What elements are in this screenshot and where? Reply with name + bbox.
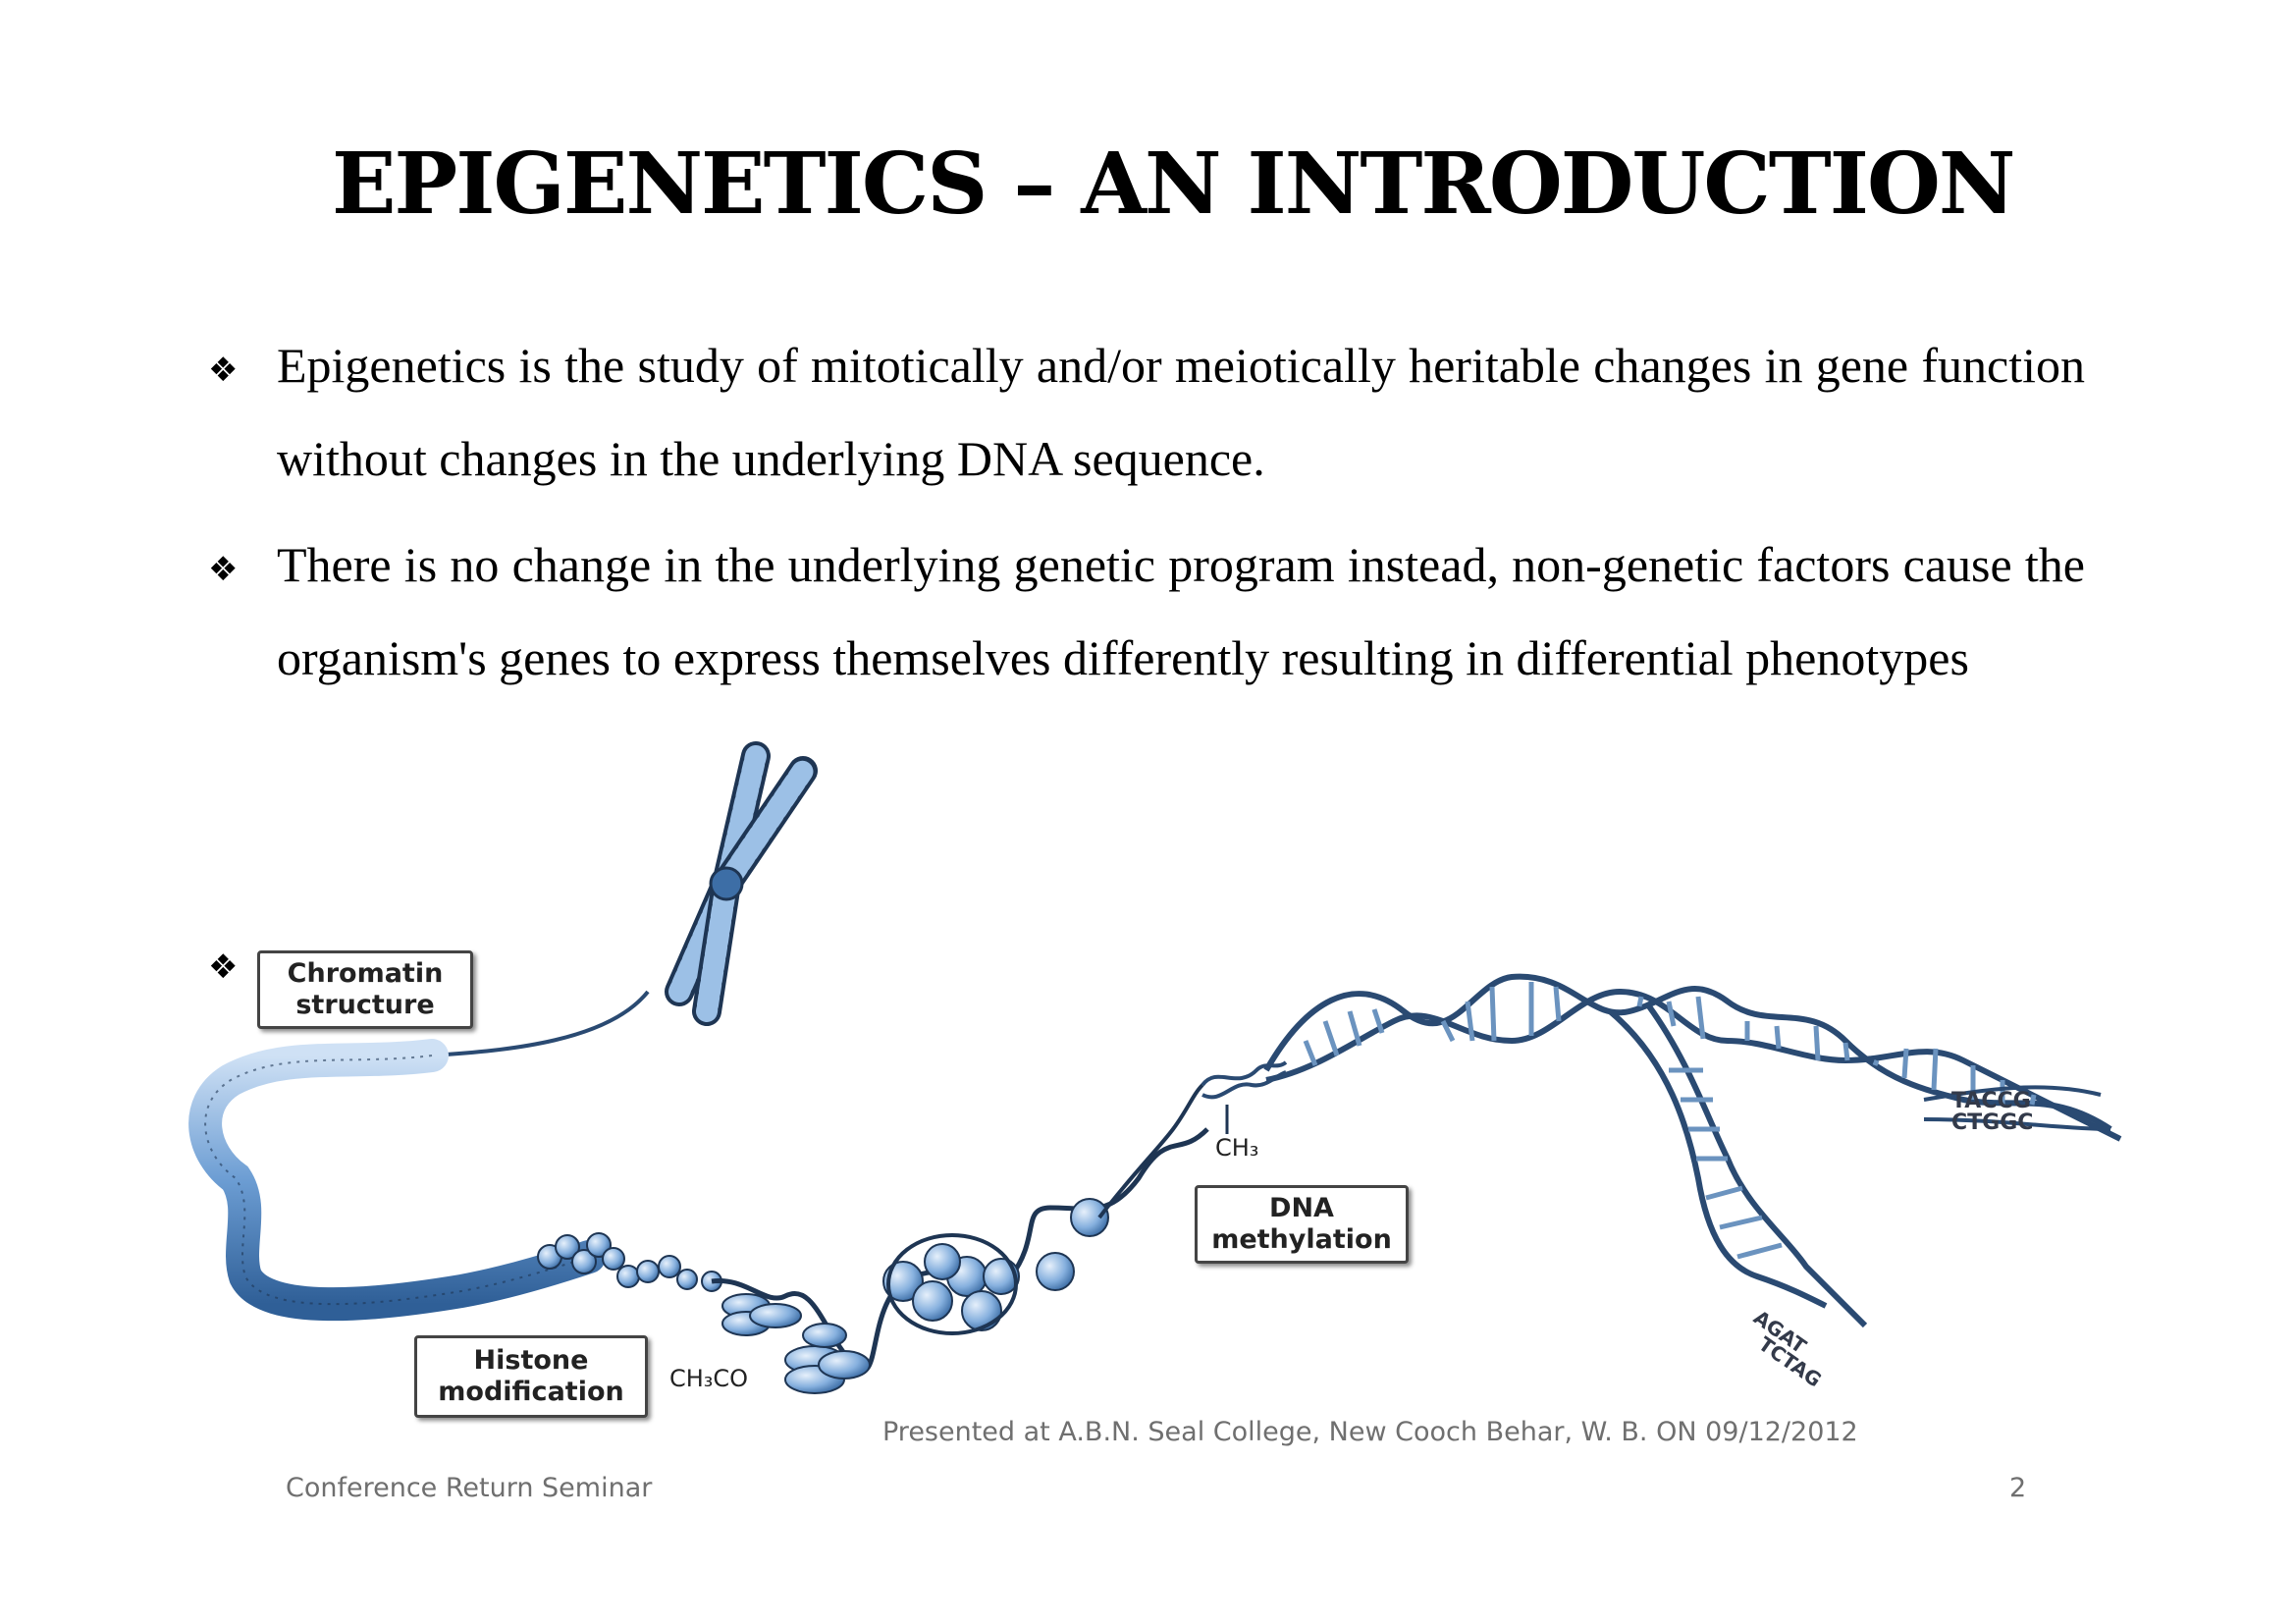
methyl-group-label: CH₃ [1215,1134,1259,1162]
nucleosome-cluster [882,1198,1109,1331]
bullet-icon: ❖ [208,550,239,589]
chromosome-shape [665,741,818,1026]
presentation-note: Presented at A.B.N. Seal College, New Co… [882,1417,1858,1447]
bullet-text-2: There is no change in the underlying gen… [277,537,2085,685]
bullet-icon: ❖ [208,947,239,987]
page-number: 2 [2009,1473,2027,1503]
nucleosome-beads [537,1232,722,1292]
bullet-text-1: Epigenetics is the study of mitotically … [277,338,2085,486]
histone-modification-text: Histone modification [438,1345,624,1407]
footer-left-text: Conference Return Seminar [286,1473,653,1503]
dna-methylation-label: DNA methylation [1195,1185,1409,1264]
dna-methylation-text: DNA methylation [1211,1193,1392,1255]
bullet-icon: ❖ [208,351,239,390]
base-sequence-top: TACCG [1951,1089,2031,1113]
base-sequence-bottom: CTGGC [1951,1110,2033,1135]
chromatin-structure-text: Chromatin structure [287,958,444,1020]
dna-helix-branch [1608,1004,1868,1328]
histone-modification-label: Histone modification [414,1335,648,1418]
slide-title: EPIGENETICS – AN INTRODUCTION [332,135,2016,234]
chromatin-structure-label: Chromatin structure [257,950,473,1029]
histone-stack [721,1293,871,1394]
acetyl-group-label: CH₃CO [669,1365,749,1392]
chromatin-fiber [188,1039,606,1322]
